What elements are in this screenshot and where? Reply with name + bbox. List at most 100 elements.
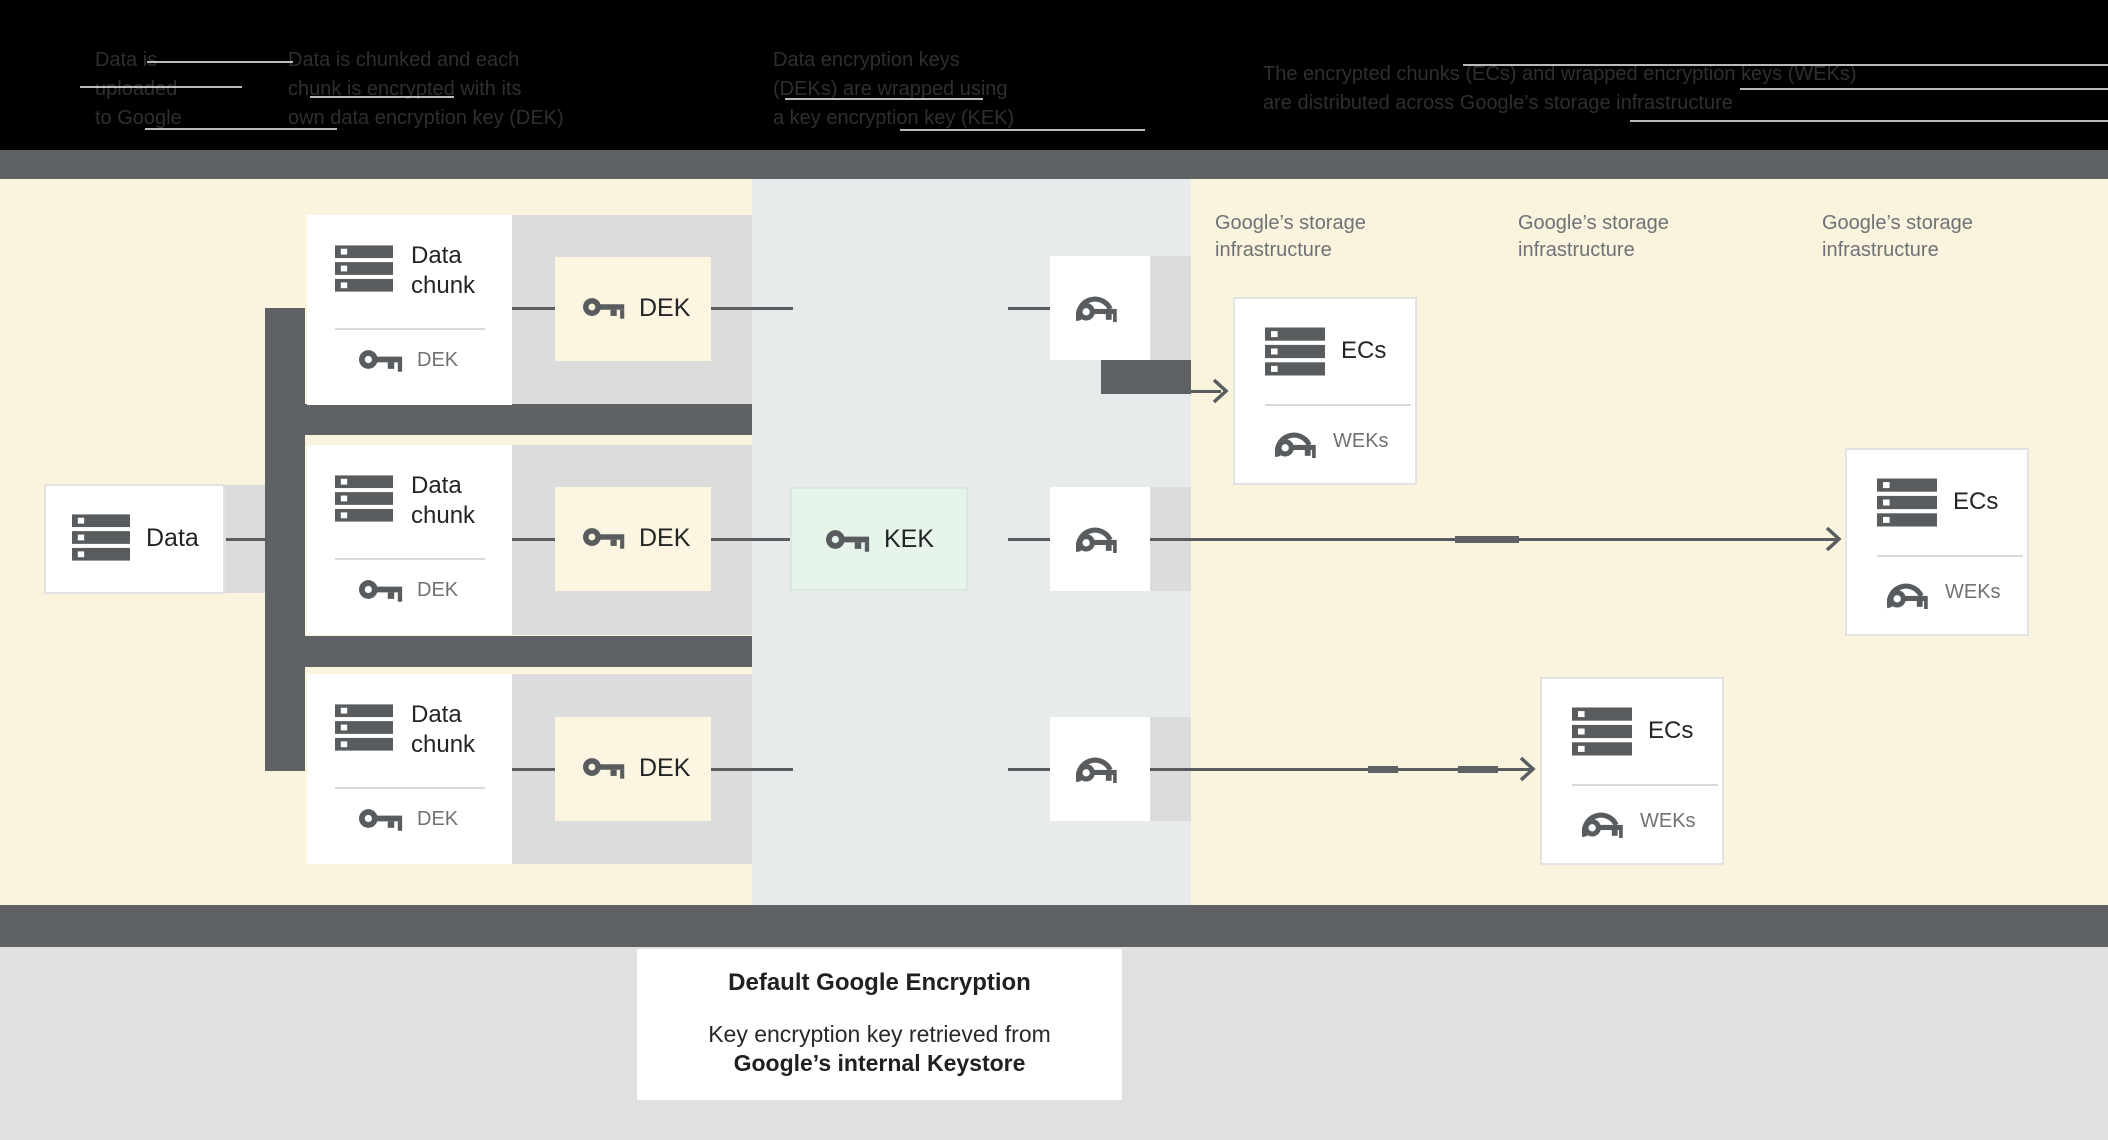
chunk-flow-bar <box>265 404 752 435</box>
data-chunk-box: Data chunk DEK <box>307 445 512 635</box>
header-artifact-line <box>1740 88 2108 90</box>
key-icon <box>583 523 627 551</box>
key-icon <box>583 753 627 781</box>
wrap-key-stub-line <box>1008 768 1050 771</box>
header-caption-distribution: The encrypted chunks (ECs) and wrapped e… <box>1263 60 1857 118</box>
to-ecs-arrow-line <box>1191 390 1221 393</box>
storage-label-line: infrastructure <box>1822 239 1939 261</box>
caption-line: Data is chunked and each <box>288 49 520 71</box>
dek-box: DEK <box>555 487 711 591</box>
header-artifact-line <box>310 96 454 98</box>
data-chunk-label: Data chunk <box>411 471 475 531</box>
wrap-key-box <box>1050 717 1150 821</box>
caption-line: The encrypted chunks (ECs) and wrapped e… <box>1263 63 1857 85</box>
wrap-key-box <box>1050 487 1150 591</box>
key-wrap-icon <box>1582 803 1630 841</box>
wrapped-key-flow-bar <box>1101 360 1191 394</box>
data-stack-icon <box>72 514 130 561</box>
caption-line: own data encryption key (DEK) <box>288 107 564 129</box>
data-stack-icon <box>335 245 393 292</box>
kek-box: KEK <box>790 487 968 591</box>
key-icon <box>359 804 405 833</box>
wrap-key-panel <box>1150 256 1191 360</box>
header-caption-wrapping: Data encryption keys (DEKs) are wrapped … <box>773 46 1014 133</box>
key-wrap-icon <box>1887 574 1935 612</box>
wrap-key-box <box>1050 256 1150 360</box>
arrow-line-segment <box>1455 536 1519 543</box>
data-stack-icon <box>335 475 393 522</box>
dek-box-label: DEK <box>639 754 691 782</box>
weks-label: WEKs <box>1640 810 1696 832</box>
key-icon <box>359 345 405 374</box>
dek-box-label: DEK <box>639 524 691 552</box>
dek-out-line <box>711 307 793 310</box>
header-caption-upload: Data is uploaded to Google <box>95 46 182 133</box>
divider <box>1877 555 2023 557</box>
header-black-bar: Data is uploaded to Google Data is chunk… <box>0 0 2108 150</box>
storage-infrastructure-label: Google’s storage infrastructure <box>1215 210 1366 264</box>
divider <box>1265 404 1411 406</box>
chunk-to-dek-line <box>512 307 555 310</box>
key-wrap-icon <box>1275 423 1323 461</box>
arrowhead-icon <box>1824 525 1842 553</box>
data-box-label: Data <box>146 524 199 552</box>
chunk-split-vertical-bar <box>265 308 305 771</box>
caption-line: Key encryption key retrieved from <box>708 1021 1051 1047</box>
data-stack-icon <box>1572 707 1632 756</box>
storage-infrastructure-label: Google’s storage infrastructure <box>1822 210 1973 264</box>
divider <box>335 558 485 560</box>
dek-box: DEK <box>555 257 711 361</box>
divider <box>1572 784 1718 786</box>
to-ecs-arrow-line <box>1150 768 1532 771</box>
caption-title: Default Google Encryption <box>728 969 1031 996</box>
arrowhead-icon <box>1518 755 1536 783</box>
chunk-to-dek-line <box>512 538 555 541</box>
caption-line-bold: Google’s internal Keystore <box>733 1050 1026 1076</box>
encryption-caption-box: Default Google Encryption Key encryption… <box>637 949 1122 1100</box>
dek-key-label: DEK <box>417 808 459 830</box>
caption-line: a key encryption key (KEK) <box>773 107 1015 129</box>
top-divider-bar <box>0 150 2108 179</box>
encrypted-chunks-box: ECs WEKs <box>1845 448 2029 636</box>
divider <box>335 787 485 789</box>
data-chunk-label-line: chunk <box>411 272 476 299</box>
dek-key-label: DEK <box>417 579 459 601</box>
header-artifact-line <box>785 98 983 100</box>
encrypted-chunks-box: ECs WEKs <box>1233 297 1417 485</box>
data-chunk-box: Data chunk DEK <box>307 215 512 405</box>
caption-line: Data encryption keys <box>773 49 960 71</box>
divider <box>335 328 485 330</box>
dek-key-label: DEK <box>417 349 459 371</box>
data-stack-icon <box>335 704 393 751</box>
data-chunk-label-line: chunk <box>411 731 476 758</box>
caption-line: to Google <box>95 107 182 129</box>
storage-label-line: Google’s storage <box>1822 212 1973 234</box>
data-chunk-box: Data chunk DEK <box>307 674 512 864</box>
data-box: Data <box>44 484 225 594</box>
weks-label: WEKs <box>1945 581 2001 603</box>
ecs-label: ECs <box>1341 337 1387 364</box>
data-chunk-label-line: chunk <box>411 502 476 529</box>
storage-label-line: Google’s storage <box>1215 212 1366 234</box>
header-artifact-line <box>1630 120 2108 122</box>
data-chunk-label-line: Data <box>411 242 462 269</box>
dek-out-line <box>711 768 793 771</box>
chunk-to-dek-line <box>512 768 555 771</box>
data-chunk-label: Data chunk <box>411 241 475 301</box>
arrowhead-icon <box>1211 377 1229 405</box>
storage-label-line: infrastructure <box>1215 239 1332 261</box>
caption-line: Data is <box>95 49 158 71</box>
data-stack-icon <box>1265 327 1325 376</box>
key-wrap-icon <box>1076 286 1124 326</box>
caption-line: uploaded <box>95 78 178 100</box>
chunk-flow-bar <box>265 636 752 667</box>
encrypted-chunks-box: ECs WEKs <box>1540 677 1724 865</box>
header-artifact-line <box>145 128 337 130</box>
ecs-label: ECs <box>1648 717 1694 744</box>
key-wrap-icon <box>1076 747 1124 787</box>
data-to-split-line <box>226 538 266 541</box>
data-chunk-label-line: Data <box>411 701 462 728</box>
dek-to-kek-line <box>711 538 793 541</box>
header-artifact-line <box>147 61 293 63</box>
